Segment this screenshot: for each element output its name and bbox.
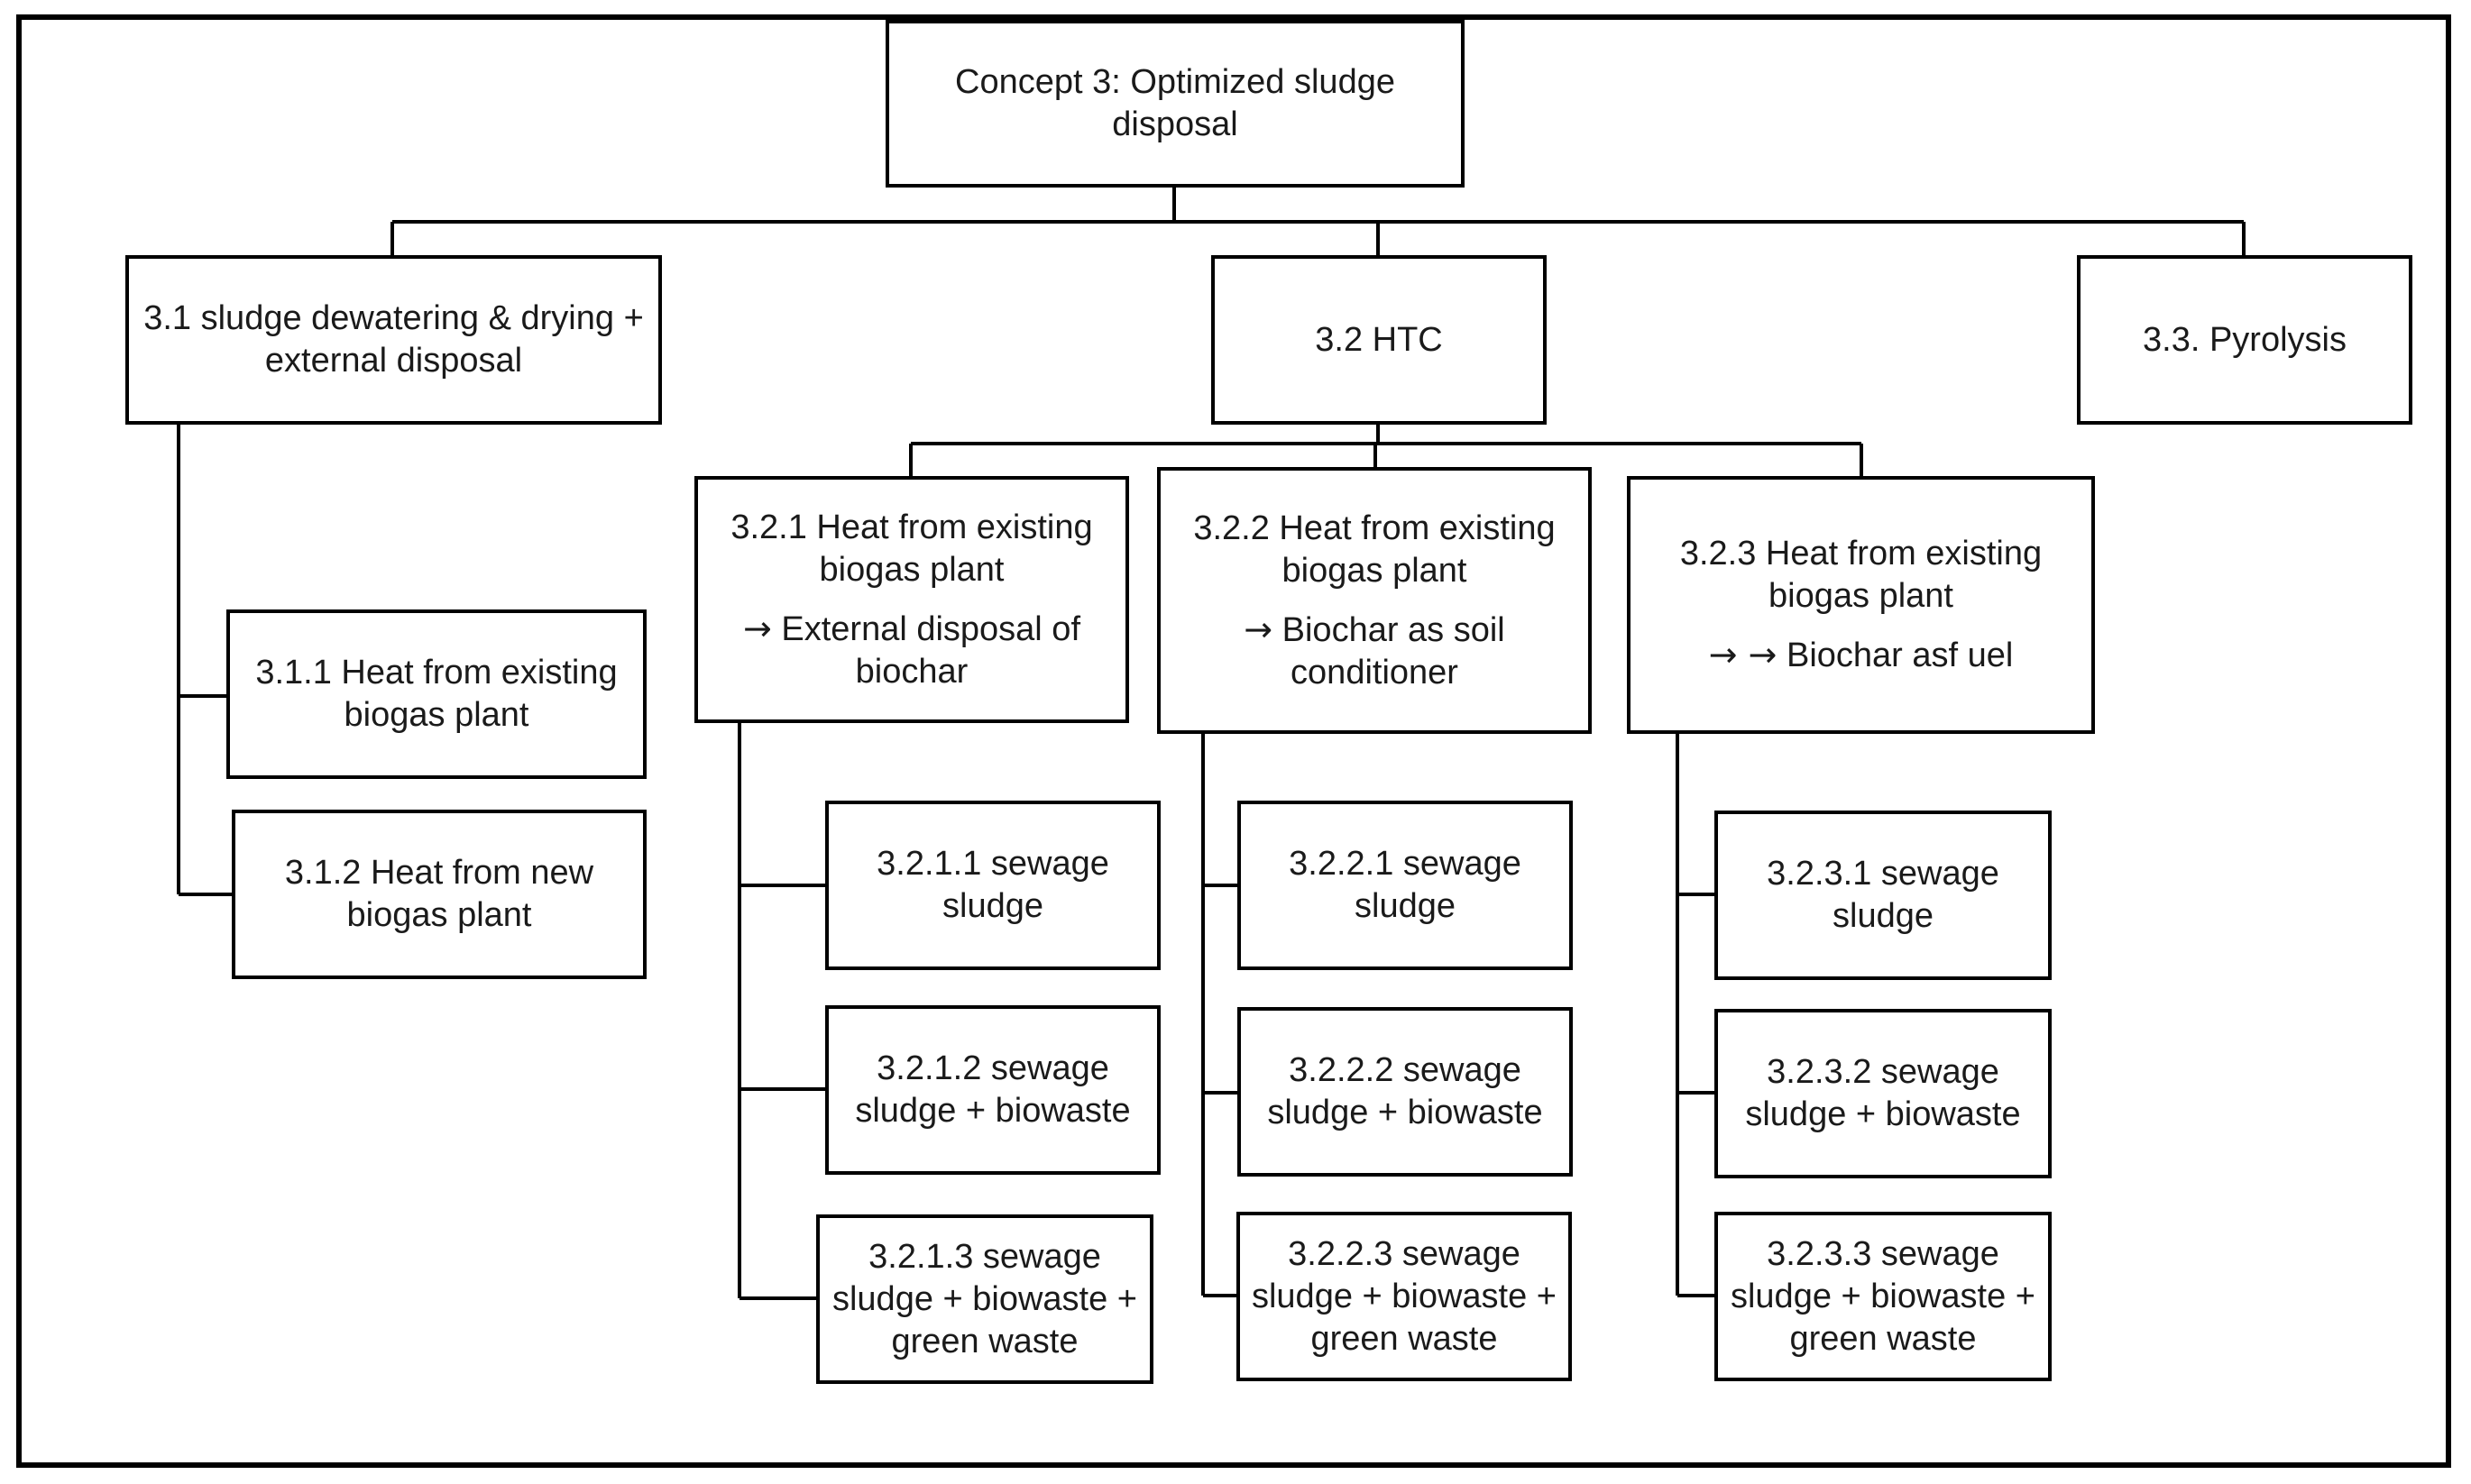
node-3-1-1-line-2: biogas plant — [344, 696, 529, 734]
arrow-icon: → — [1244, 609, 1273, 649]
node-3-2-1-line-3: External disposal of — [781, 609, 1081, 648]
connector-root — [390, 186, 2246, 256]
leaf-line-2: sludge — [1355, 887, 1456, 925]
leaf-line-3: green waste — [1789, 1319, 1977, 1358]
node-3-2-2-line-3: Biochar as soil — [1281, 610, 1505, 649]
leaf-line-2: sludge + biowaste + — [1251, 1277, 1557, 1315]
node-3-1-2: 3.1.2 Heat from new biogas plant — [232, 810, 647, 979]
node-3-2-3-1: 3.2.3.1 sewage sludge — [1714, 811, 2052, 980]
node-3-2-1-2: 3.2.1.2 sewage sludge + biowaste — [825, 1005, 1161, 1175]
node-3-3: 3.3. Pyrolysis — [2077, 255, 2412, 425]
leaf-line-2: sludge + biowaste + — [1730, 1277, 2035, 1315]
node-3-2-2-3: 3.2.2.3 sewage sludge + biowaste + green… — [1236, 1212, 1572, 1381]
leaf-line-1: 3.2.2.3 sewage — [1288, 1234, 1520, 1273]
node-3-1-2-line-1: 3.1.2 Heat from new — [284, 854, 594, 892]
double-arrow-icon: → → — [1708, 635, 1777, 674]
node-3-2-1-3: 3.2.1.3 sewage sludge + biowaste + green… — [816, 1214, 1153, 1384]
connector-3-2-2 — [1201, 734, 1239, 1297]
diagram-frame — [16, 14, 2451, 1468]
node-3-1-1-line-1: 3.1.1 Heat from existing — [255, 654, 618, 692]
leaf-line-2: sludge — [1833, 897, 1934, 935]
node-3-2-3-line-2: biogas plant — [1768, 577, 1953, 615]
node-3-1-line-2: external disposal — [264, 342, 523, 380]
leaf-line-1: 3.2.2.1 sewage — [1289, 845, 1521, 883]
leaf-line-1: 3.2.3.3 sewage — [1767, 1234, 1999, 1273]
node-3-2-2: 3.2.2 Heat from existing biogas plant → … — [1157, 467, 1592, 734]
leaf-line-3: green waste — [1310, 1319, 1498, 1358]
node-3-2-2-line-1: 3.2.2 Heat from existing — [1193, 508, 1556, 547]
leaf-line-2: sludge + biowaste + — [831, 1279, 1137, 1318]
connector-3-1 — [177, 422, 234, 896]
node-3-2-3: 3.2.3 Heat from existing biogas plant → … — [1627, 476, 2095, 734]
node-3-1-2-line-2: biogas plant — [346, 896, 532, 934]
leaf-line-1: 3.2.1.3 sewage — [868, 1237, 1101, 1276]
leaf-line-2: sludge — [942, 887, 1043, 925]
leaf-line-1: 3.2.3.2 sewage — [1767, 1053, 1999, 1091]
connector-3-2-3 — [1676, 732, 1716, 1297]
node-3-2-2-1: 3.2.2.1 sewage sludge — [1237, 801, 1573, 970]
node-3-2-line-1: 3.2 HTC — [1315, 320, 1443, 359]
leaf-line-2: sludge + biowaste — [855, 1092, 1131, 1130]
node-3-1-1: 3.1.1 Heat from existing biogas plant — [226, 609, 647, 779]
node-3-2-1-line-1: 3.2.1 Heat from existing — [730, 508, 1093, 546]
node-3-2-3-line-3: Biochar asf uel — [1786, 637, 2014, 674]
leaf-line-2: sludge + biowaste — [1267, 1094, 1543, 1131]
node-3-1: 3.1 sludge dewatering & drying + externa… — [125, 255, 662, 425]
node-3-3-line-1: 3.3. Pyrolysis — [2143, 320, 2347, 359]
node-3-2-1-line-4: biochar — [855, 652, 969, 691]
connector-3-2 — [909, 422, 1863, 478]
root-title-line-2: disposal — [1112, 105, 1238, 143]
node-3-2-3-line-1: 3.2.3 Heat from existing — [1679, 535, 2043, 573]
connector-3-2-1 — [738, 721, 827, 1300]
node-3-2-1-1: 3.2.1.1 sewage sludge — [825, 801, 1161, 970]
node-3-2-3-3: 3.2.3.3 sewage sludge + biowaste + green… — [1714, 1212, 2052, 1381]
arrow-icon: → — [742, 608, 772, 648]
leaf-line-1: 3.2.1.1 sewage — [877, 845, 1109, 883]
root-title-line-1: Concept 3: Optimized sludge — [955, 63, 1395, 101]
node-3-2-2-line-2: biogas plant — [1281, 551, 1467, 590]
node-3-2-2-2: 3.2.2.2 sewage sludge + biowaste — [1237, 1007, 1573, 1177]
leaf-line-1: 3.2.2.2 sewage — [1289, 1051, 1521, 1089]
node-3-2: 3.2 HTC — [1211, 255, 1547, 425]
root-node: Concept 3: Optimized sludge disposal — [886, 20, 1465, 188]
node-3-2-1: 3.2.1 Heat from existing biogas plant → … — [694, 476, 1129, 723]
node-3-2-2-line-4: conditioner — [1291, 653, 1458, 692]
node-3-1-line-1: 3.1 sludge dewatering & drying + — [143, 299, 644, 337]
leaf-line-1: 3.2.1.2 sewage — [877, 1049, 1109, 1087]
node-3-2-3-2: 3.2.3.2 sewage sludge + biowaste — [1714, 1009, 2052, 1178]
node-3-2-1-line-2: biogas plant — [819, 550, 1005, 589]
leaf-line-2: sludge + biowaste — [1745, 1095, 2021, 1133]
leaf-line-1: 3.2.3.1 sewage — [1767, 855, 1999, 893]
leaf-line-3: green waste — [891, 1322, 1079, 1360]
